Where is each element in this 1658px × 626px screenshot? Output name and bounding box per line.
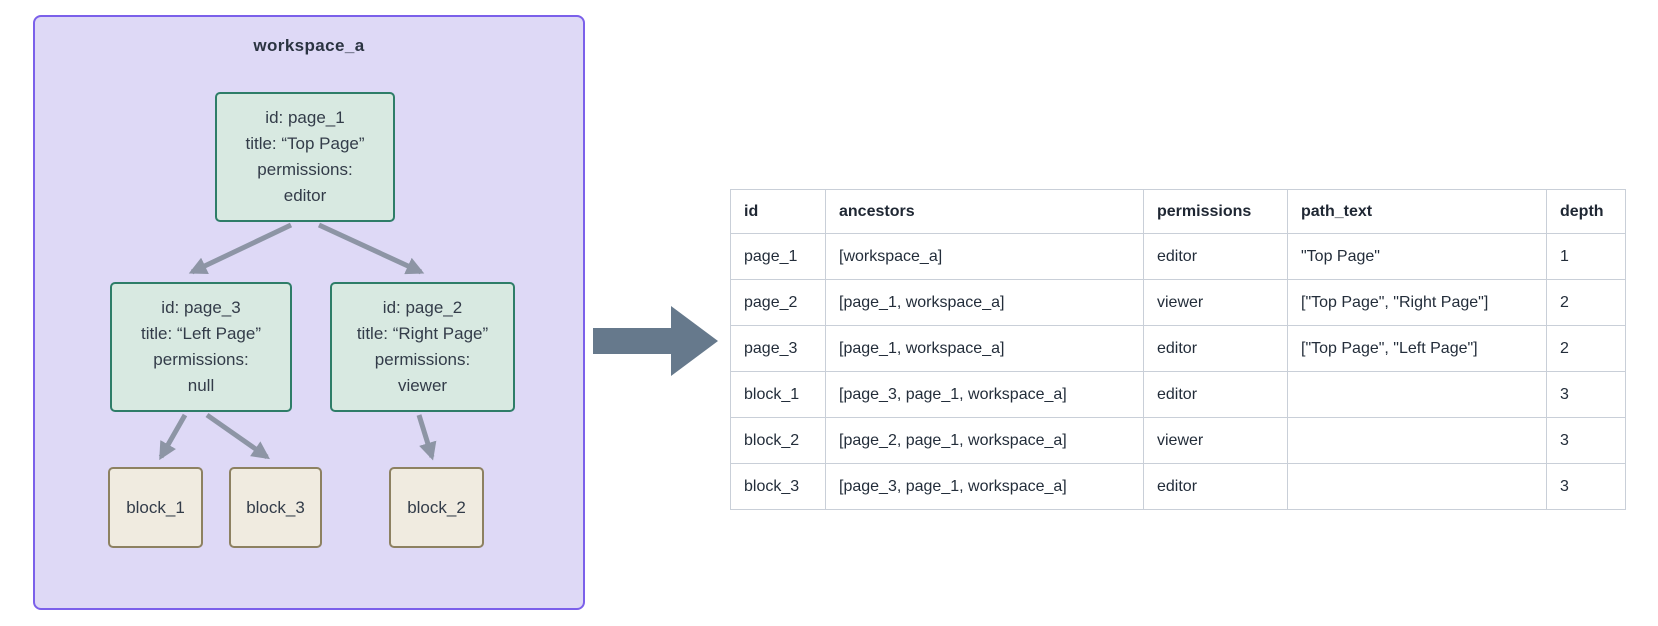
node-line: id: page_1	[265, 108, 345, 127]
node-line: id: page_2	[382, 298, 463, 317]
transform-arrow-icon	[593, 306, 718, 376]
cell-path-text	[1287, 417, 1547, 464]
column-header-depth: depth	[1546, 189, 1626, 234]
node-line: viewer	[397, 376, 448, 395]
column-header-ancestors: ancestors	[825, 189, 1144, 234]
workspace-container: workspace_a id: page_1 title: “Top Page”…	[33, 15, 585, 610]
cell-ancestors: [workspace_a]	[825, 233, 1144, 280]
workspace-title: workspace_a	[253, 36, 365, 55]
node-line: title: “Right Page”	[356, 324, 489, 343]
cell-ancestors: [page_1, workspace_a]	[825, 279, 1144, 326]
cell-permissions: viewer	[1143, 279, 1288, 326]
block-node-block-1: block_1	[108, 467, 203, 548]
edge-page2-block2	[416, 414, 437, 461]
page-node-page-3: id: page_3 title: “Left Page” permission…	[110, 282, 292, 412]
table-row: page_1 [workspace_a] editor "Top Page" 1	[730, 233, 1626, 280]
cell-id: page_1	[730, 233, 826, 280]
node-line: null	[187, 376, 215, 395]
cell-id: block_3	[730, 463, 826, 510]
hierarchy-table: id ancestors permissions path_text depth…	[730, 189, 1626, 510]
cell-path-text	[1287, 371, 1547, 418]
cell-depth: 3	[1546, 463, 1626, 510]
column-header-id: id	[730, 189, 826, 234]
cell-depth: 3	[1546, 417, 1626, 464]
cell-depth: 2	[1546, 325, 1626, 372]
node-label: block_2	[407, 497, 466, 517]
cell-id: page_2	[730, 279, 826, 326]
cell-path-text	[1287, 463, 1547, 510]
node-line: permissions:	[257, 160, 353, 179]
cell-path-text: ["Top Page", "Right Page"]	[1287, 279, 1547, 326]
cell-path-text: ["Top Page", "Left Page"]	[1287, 325, 1547, 372]
cell-permissions: editor	[1143, 371, 1288, 418]
node-label: block_1	[126, 497, 185, 517]
table-row: page_3 [page_1, workspace_a] editor ["To…	[730, 325, 1626, 372]
table-row: block_3 [page_3, page_1, workspace_a] ed…	[730, 463, 1626, 510]
cell-id: block_1	[730, 371, 826, 418]
edge-page3-block3	[205, 412, 270, 460]
cell-ancestors: [page_2, page_1, workspace_a]	[825, 417, 1144, 464]
cell-permissions: viewer	[1143, 417, 1288, 464]
table-row: block_2 [page_2, page_1, workspace_a] vi…	[730, 417, 1626, 464]
edge-page3-block1	[158, 413, 188, 461]
node-line: permissions:	[374, 350, 471, 369]
page-node-page-2: id: page_2 title: “Right Page” permissio…	[330, 282, 515, 412]
cell-id: block_2	[730, 417, 826, 464]
block-node-block-3: block_3	[229, 467, 322, 548]
column-header-path-text: path_text	[1287, 189, 1547, 234]
table-row: block_1 [page_3, page_1, workspace_a] ed…	[730, 371, 1626, 418]
node-line: permissions:	[153, 350, 249, 369]
node-line: title: “Left Page”	[140, 324, 261, 343]
cell-permissions: editor	[1143, 463, 1288, 510]
cell-depth: 3	[1546, 371, 1626, 418]
cell-depth: 1	[1546, 233, 1626, 280]
cell-permissions: editor	[1143, 233, 1288, 280]
node-line: title: “Top Page”	[245, 134, 365, 153]
cell-ancestors: [page_3, page_1, workspace_a]	[825, 371, 1144, 418]
cell-ancestors: [page_3, page_1, workspace_a]	[825, 463, 1144, 510]
cell-permissions: editor	[1143, 325, 1288, 372]
cell-id: page_3	[730, 325, 826, 372]
table-header-row: id ancestors permissions path_text depth	[730, 189, 1626, 234]
table-row: page_2 [page_1, workspace_a] viewer ["To…	[730, 279, 1626, 326]
cell-depth: 2	[1546, 279, 1626, 326]
column-header-permissions: permissions	[1143, 189, 1288, 234]
cell-ancestors: [page_1, workspace_a]	[825, 325, 1144, 372]
node-line: editor	[283, 186, 327, 205]
edge-page1-page3	[188, 222, 293, 275]
block-node-block-2: block_2	[389, 467, 484, 548]
cell-path-text: "Top Page"	[1287, 233, 1547, 280]
edge-page1-page2	[317, 222, 425, 275]
page-node-page-1: id: page_1 title: “Top Page” permissions…	[215, 92, 395, 222]
node-line: id: page_3	[161, 298, 241, 317]
node-label: block_3	[246, 497, 305, 517]
